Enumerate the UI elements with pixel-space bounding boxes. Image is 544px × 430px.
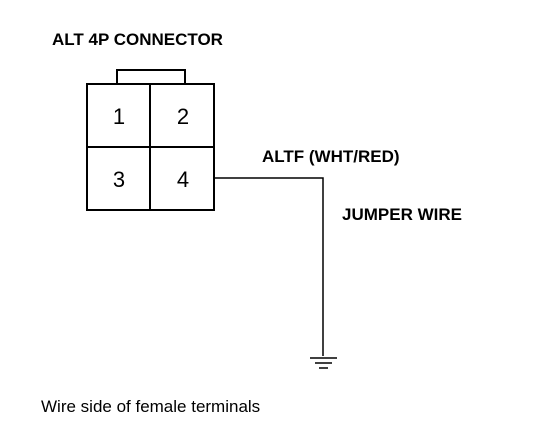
jumper-wire bbox=[214, 177, 324, 356]
jumper-wire-label: JUMPER WIRE bbox=[342, 205, 462, 224]
pin-2-label: 2 bbox=[177, 104, 189, 129]
pin-4-label: 4 bbox=[177, 167, 189, 192]
connector-latch bbox=[116, 69, 186, 85]
ground-icon bbox=[310, 357, 337, 369]
pin-3-label: 3 bbox=[113, 167, 125, 192]
diagram-caption: Wire side of female terminals bbox=[41, 397, 261, 416]
pin-1-label: 1 bbox=[113, 104, 125, 129]
connector-title: ALT 4P CONNECTOR bbox=[52, 30, 223, 49]
wire-label: ALTF (WHT/RED) bbox=[262, 147, 400, 166]
